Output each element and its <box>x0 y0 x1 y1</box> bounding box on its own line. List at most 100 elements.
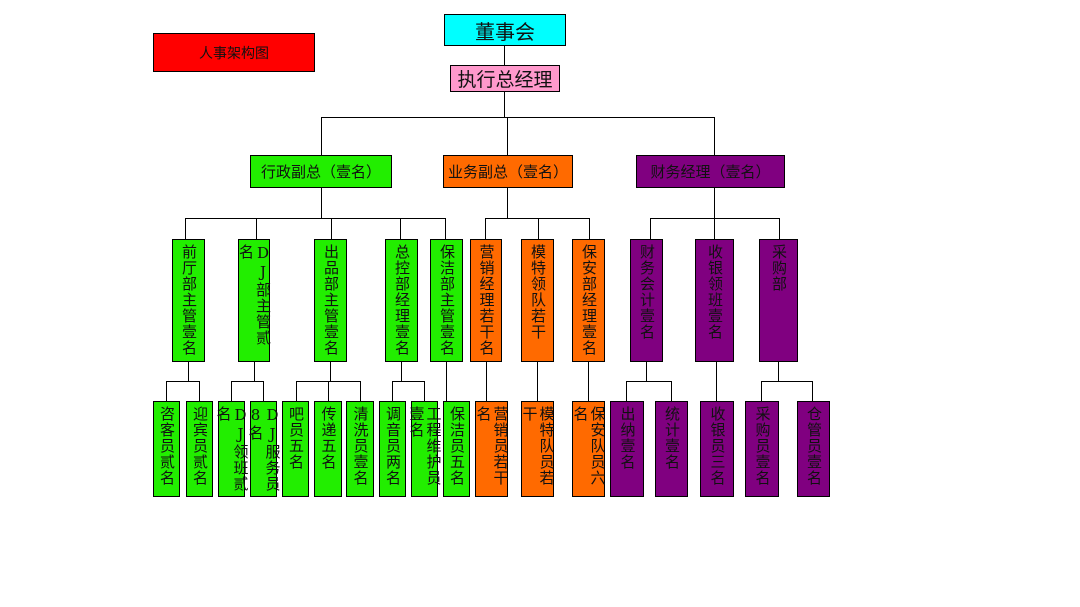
connector-business-bus <box>485 218 589 219</box>
staff-node: 清洗员壹名 <box>346 401 374 497</box>
staff-node: 保安队员六名 <box>571 401 607 497</box>
staff-label: DJ服务员8名 <box>246 406 282 492</box>
staff-label: 工程维护员壹名 <box>407 406 443 486</box>
connector-dept-down <box>188 362 189 381</box>
connector-to-staff <box>199 381 200 401</box>
dept-node: DJ部主管贰名 <box>237 239 272 362</box>
admin-deputy-label: 行政副总（壹名） <box>260 163 381 181</box>
connector-to-staff <box>671 381 672 401</box>
staff-label: 仓管员壹名 <box>805 406 823 486</box>
staff-label: 保洁员五名 <box>448 406 466 486</box>
connector-admin-down <box>321 188 322 218</box>
connector-to-staff <box>761 381 762 401</box>
staff-node: 统计壹名 <box>655 401 688 497</box>
connector-staff-bus <box>231 381 264 382</box>
connector-business-down <box>507 188 508 218</box>
staff-node: 迎宾员贰名 <box>186 401 213 497</box>
connector-to-dept <box>331 218 332 239</box>
connector-to-dept <box>650 218 651 239</box>
dept-node: 模特领队若干 <box>521 239 554 362</box>
dept-node: 总控部经理壹名 <box>385 239 418 362</box>
dept-label: 保安部经理壹名 <box>580 244 598 356</box>
connector-dept-down <box>401 362 402 381</box>
dept-label: 总控部经理壹名 <box>393 244 411 356</box>
staff-label: DJ领班贰名 <box>214 406 250 492</box>
connector-dept-down <box>446 362 447 401</box>
connector-staff-bus <box>166 381 200 382</box>
dept-label: 采购部 <box>770 244 788 292</box>
connector-to-dept <box>445 218 446 239</box>
connector-to-admin <box>321 117 322 155</box>
connector-to-staff <box>263 381 264 401</box>
staff-label: 模特队员若干 <box>520 406 556 486</box>
connector-to-staff <box>231 381 232 401</box>
staff-label: 采购员壹名 <box>753 406 772 486</box>
finance-manager-label: 财务经理（壹名） <box>650 163 771 181</box>
connector-to-staff <box>424 381 425 401</box>
connector-to-staff <box>166 381 167 401</box>
dept-label: 前厅部主管壹名 <box>180 244 198 356</box>
connector-deputies-bus <box>321 117 714 118</box>
dept-node: 采购部 <box>759 239 798 362</box>
legend-text: 人事架构图 <box>199 45 269 62</box>
connector-dept-down <box>254 362 255 381</box>
staff-node: 咨客员贰名 <box>153 401 180 497</box>
staff-label: 收银员三名 <box>708 406 727 486</box>
dept-node: 前厅部主管壹名 <box>172 239 205 362</box>
connector-to-dept <box>400 218 401 239</box>
dept-node: 出品部主管壹名 <box>314 239 347 362</box>
connector-to-staff <box>360 381 361 401</box>
connector-to-dept <box>185 218 186 239</box>
connector-dept-down <box>716 362 717 401</box>
connector-to-dept <box>714 218 715 239</box>
connector-to-dept <box>779 218 780 239</box>
staff-node: 出纳壹名 <box>610 401 644 497</box>
staff-label: 统计壹名 <box>663 406 681 470</box>
staff-node: 模特队员若干 <box>520 401 556 497</box>
ceo-node: 执行总经理 <box>450 65 560 92</box>
staff-node: 收银员三名 <box>700 401 734 497</box>
connector-to-staff <box>328 381 329 401</box>
dept-label: 营销经理若干名 <box>477 244 496 356</box>
connector-to-staff <box>392 381 393 401</box>
finance-manager-node: 财务经理（壹名） <box>636 155 785 188</box>
dept-label: DJ部主管贰名 <box>237 244 272 346</box>
staff-node: 吧员五名 <box>282 401 309 497</box>
ceo-label: 执行总经理 <box>457 69 553 91</box>
staff-label: 保安队员六名 <box>571 406 607 486</box>
staff-label: 迎宾员贰名 <box>191 406 209 486</box>
dept-label: 收银领班壹名 <box>706 244 724 340</box>
dept-node: 营销经理若干名 <box>470 239 502 362</box>
staff-label: 吧员五名 <box>287 406 305 470</box>
business-deputy-node: 业务副总（壹名） <box>443 155 573 188</box>
connector-dept-down <box>537 362 538 401</box>
connector-staff-bus <box>761 381 813 382</box>
admin-deputy-node: 行政副总（壹名） <box>250 155 392 188</box>
staff-label: 清洗员壹名 <box>351 406 370 486</box>
dept-node: 保安部经理壹名 <box>572 239 605 362</box>
staff-node: 工程维护员壹名 <box>408 401 443 497</box>
connector-board-ceo <box>504 46 505 65</box>
connector-to-staff <box>626 381 627 401</box>
connector-to-dept <box>485 218 486 239</box>
connector-staff-bus <box>626 381 672 382</box>
connector-to-dept <box>538 218 539 239</box>
staff-node: DJ服务员8名 <box>247 401 282 497</box>
dept-node: 财务会计壹名 <box>630 239 663 362</box>
connector-ceo-down <box>504 92 505 117</box>
staff-node: 营销员若干名 <box>474 401 510 497</box>
staff-label: 营销员若干名 <box>474 406 510 486</box>
connector-admin-bus <box>185 218 445 219</box>
connector-dept-down <box>330 362 331 381</box>
connector-staff-bus <box>392 381 425 382</box>
business-deputy-label: 业务副总（壹名） <box>447 163 568 181</box>
chart-legend-label: 人事架构图 <box>153 33 315 72</box>
connector-to-staff <box>812 381 813 401</box>
staff-label: 咨客员贰名 <box>158 406 176 486</box>
connector-to-dept <box>256 218 257 239</box>
connector-dept-down <box>486 362 487 401</box>
connector-dept-down <box>778 362 779 381</box>
staff-label: 出纳壹名 <box>618 406 637 470</box>
staff-label: 调音员两名 <box>384 406 402 486</box>
connector-to-finance <box>714 117 715 155</box>
